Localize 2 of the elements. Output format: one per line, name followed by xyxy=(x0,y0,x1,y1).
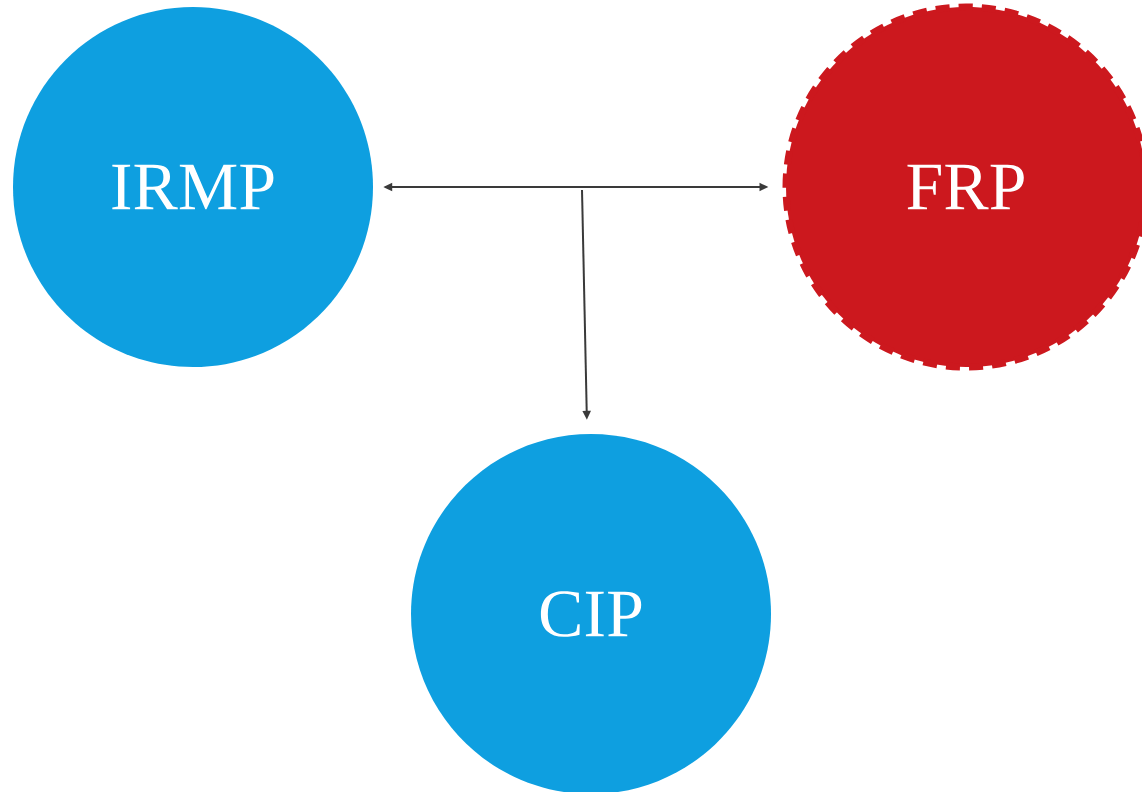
circle-node: IRMP xyxy=(13,7,373,367)
circle-node: FRP xyxy=(782,3,1142,371)
